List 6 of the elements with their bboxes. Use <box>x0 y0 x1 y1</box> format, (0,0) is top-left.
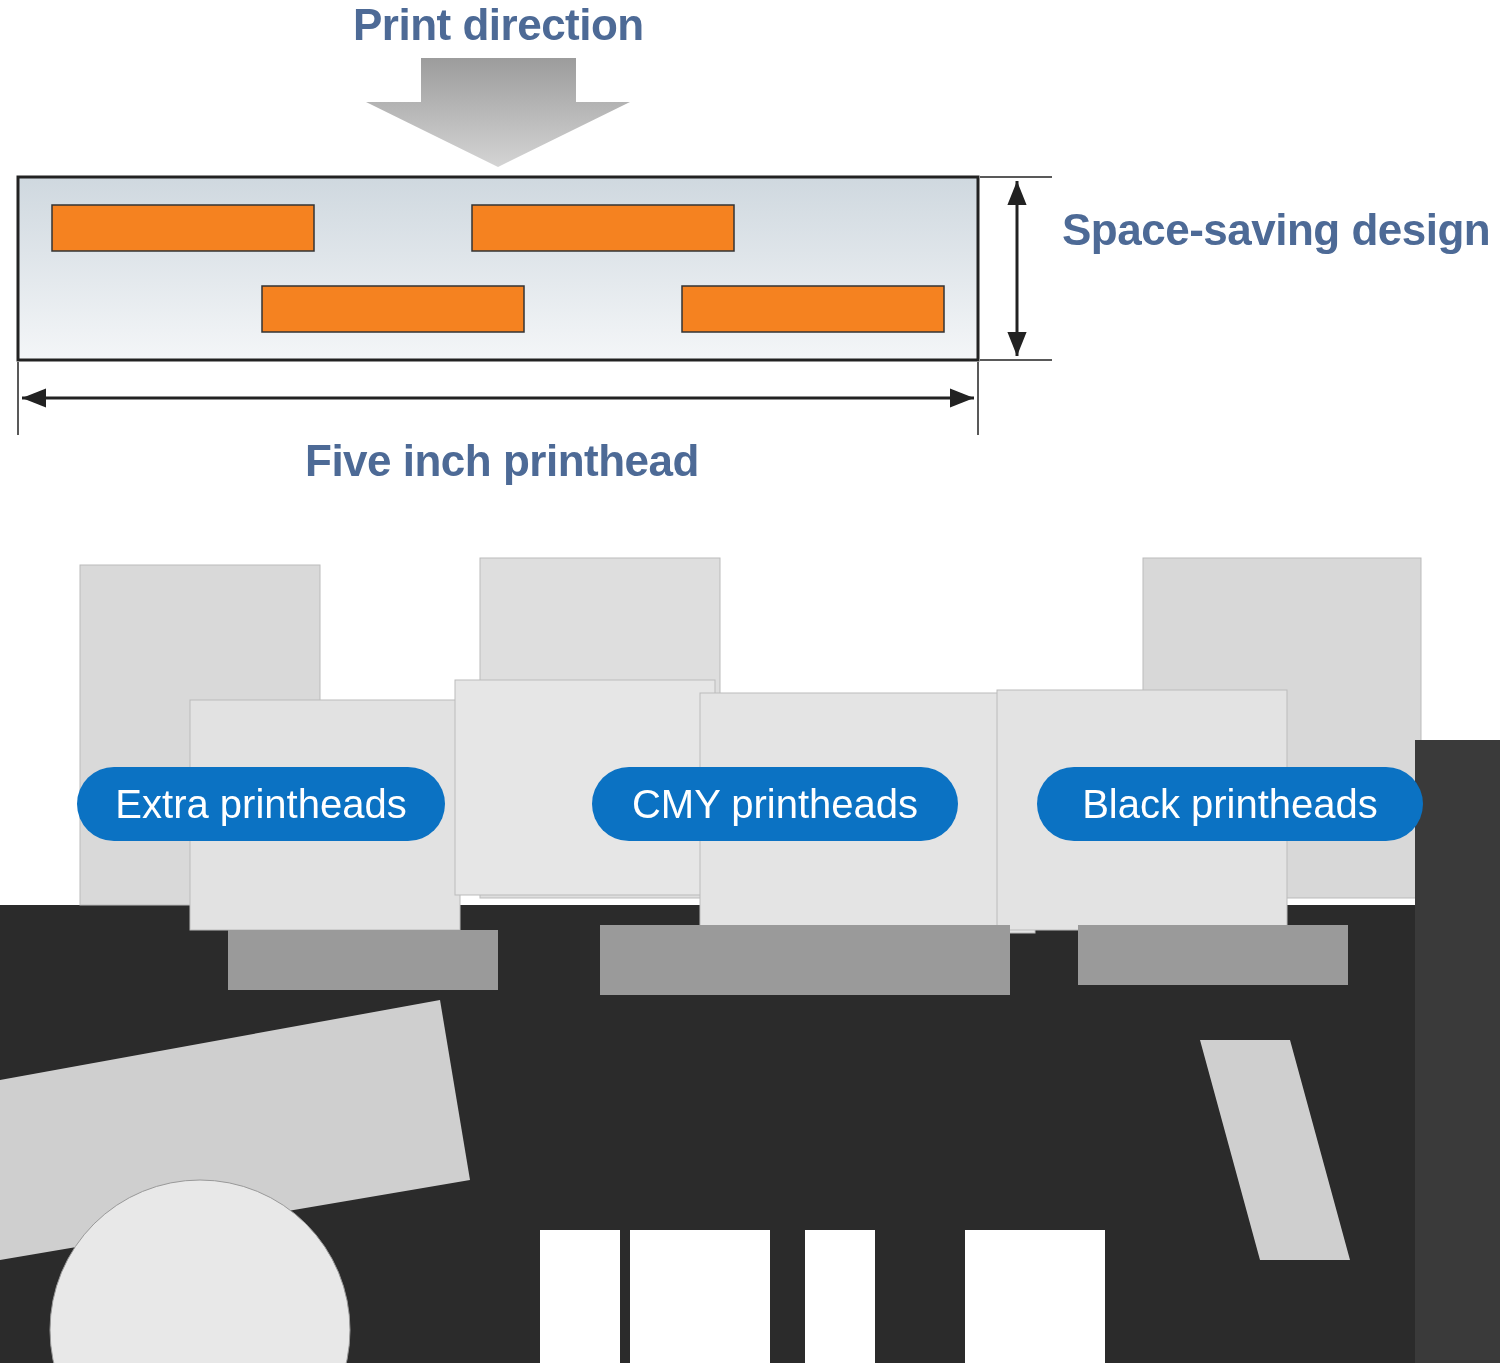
callout-label: CMY printheads <box>592 767 958 841</box>
print-direction-label: Print direction <box>353 0 644 50</box>
callout-label: Black printheads <box>1037 767 1423 841</box>
callout-label: Extra printheads <box>77 767 445 841</box>
dimension-label: Five inch printhead <box>305 436 699 486</box>
dimension-label: Space-saving design <box>1062 205 1491 255</box>
